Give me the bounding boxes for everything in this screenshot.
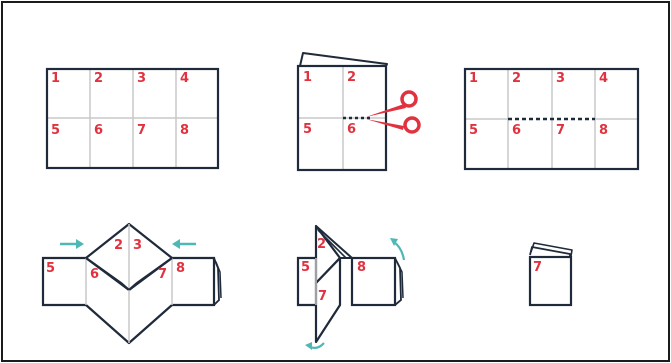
panel-number: 8 bbox=[599, 123, 608, 138]
panel-number: 2 bbox=[114, 238, 123, 253]
panel-number: 5 bbox=[301, 260, 310, 275]
panel-number: 1 bbox=[303, 70, 312, 85]
step-6-finished-booklet: 7 bbox=[530, 243, 572, 305]
panel-number: 7 bbox=[533, 260, 542, 275]
panel-number: 5 bbox=[51, 123, 60, 138]
back-page-edge bbox=[300, 53, 387, 66]
panel-number: 6 bbox=[512, 123, 521, 138]
panel-number: 2 bbox=[317, 237, 326, 252]
step-2-fold-and-cut: 1 2 5 6 bbox=[298, 53, 419, 170]
step-1-flat-sheet: 1 2 3 4 5 6 7 8 bbox=[47, 69, 218, 168]
panel-number: 8 bbox=[176, 261, 185, 276]
panel-number: 7 bbox=[158, 267, 167, 282]
panel-number: 7 bbox=[318, 289, 327, 304]
panel-number: 8 bbox=[357, 260, 366, 275]
panel-number: 6 bbox=[347, 122, 356, 137]
panel-number: 5 bbox=[46, 261, 55, 276]
panel-number: 3 bbox=[137, 71, 146, 86]
step-5-fold-around: 2 5 8 7 bbox=[298, 226, 404, 350]
panel-number: 4 bbox=[599, 71, 608, 86]
step-3-unfolded-with-cut: 1 2 3 4 5 6 7 8 bbox=[465, 69, 638, 169]
panel-number: 4 bbox=[180, 71, 189, 86]
panel-number: 2 bbox=[512, 71, 521, 86]
panel-number: 1 bbox=[51, 71, 60, 86]
panel-number: 2 bbox=[94, 71, 103, 86]
arrow-icon bbox=[172, 239, 196, 249]
panel-number: 1 bbox=[469, 71, 478, 86]
panel-number: 7 bbox=[137, 123, 146, 138]
panel-number: 5 bbox=[303, 122, 312, 137]
arrow-icon bbox=[60, 239, 84, 249]
panel-number: 3 bbox=[133, 238, 142, 253]
step-4-push-inward: 2 3 5 6 7 8 bbox=[43, 224, 221, 343]
panel-number: 5 bbox=[469, 123, 478, 138]
panel-number: 6 bbox=[94, 123, 103, 138]
arrow-icon bbox=[390, 238, 404, 260]
panel-number: 8 bbox=[180, 123, 189, 138]
panel-number: 2 bbox=[347, 70, 356, 85]
panel-number: 6 bbox=[90, 267, 99, 282]
panel-number: 3 bbox=[556, 71, 565, 86]
scissors-icon bbox=[366, 92, 419, 132]
panel-number: 7 bbox=[556, 123, 565, 138]
arrow-icon bbox=[305, 342, 324, 350]
